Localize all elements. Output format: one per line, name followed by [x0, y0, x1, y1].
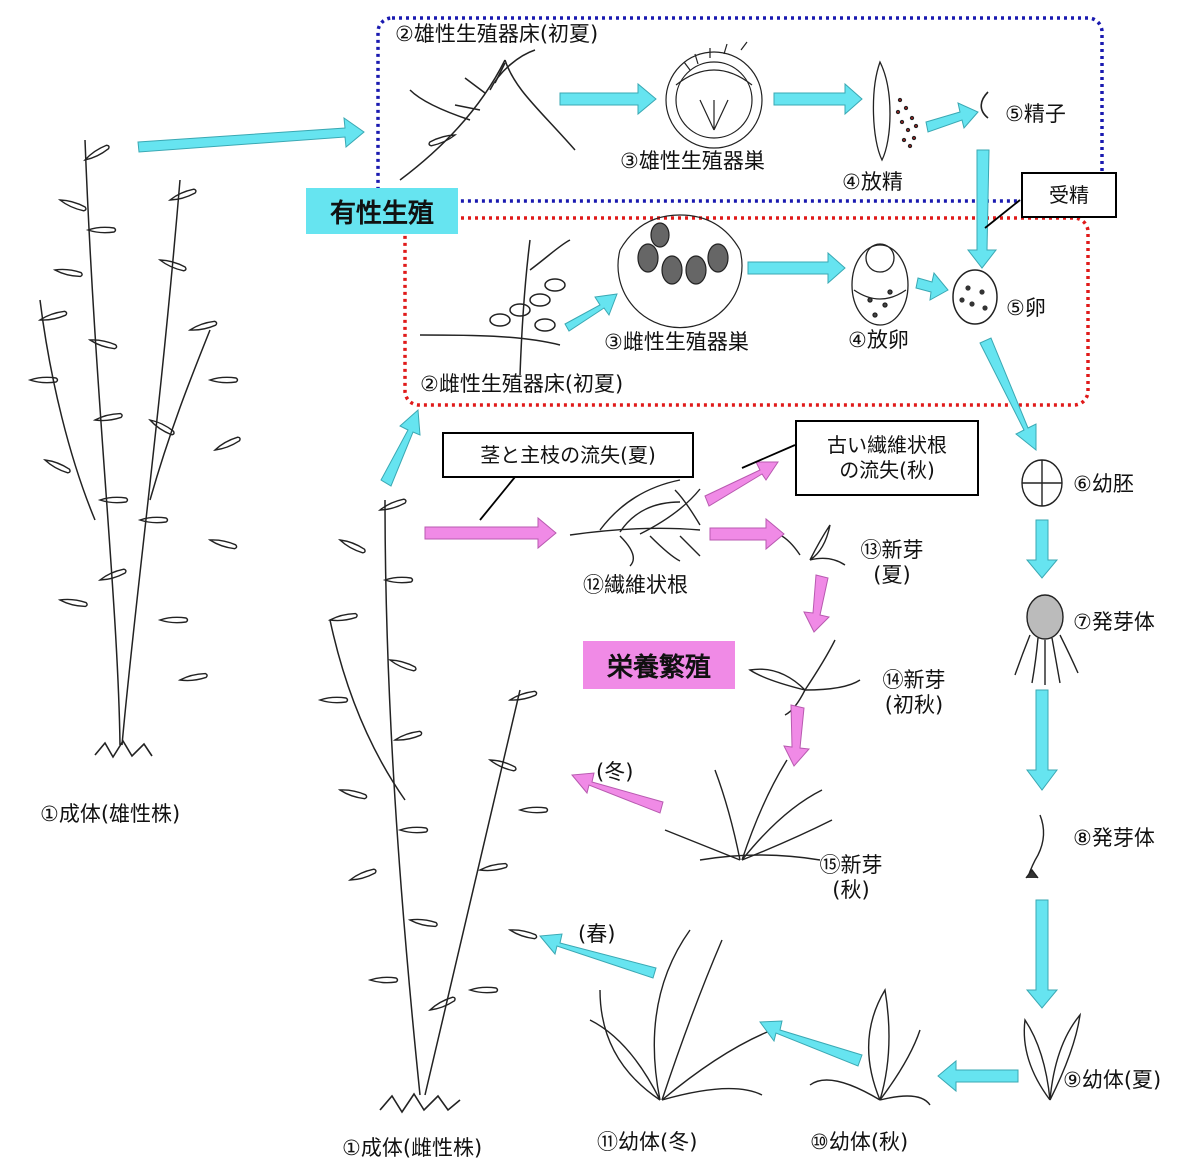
label-sperm-release: ④放精 [842, 170, 903, 195]
germling-icon [1015, 595, 1078, 685]
antheridium-icon [873, 62, 917, 160]
old-root-loss-line2: の流失(秋) [839, 458, 935, 483]
label-shoot-14-season: (初秋) [866, 693, 962, 718]
label-egg: ⑤卵 [1006, 296, 1046, 321]
label-season-winter: (冬) [596, 760, 633, 785]
label-shoot-15: ⑮新芽 (秋) [808, 853, 894, 903]
label-juvenile-autumn: ⑩幼体(秋) [810, 1130, 908, 1155]
label-shoot-13-season: (夏) [852, 563, 932, 588]
vegetative-reproduction-tag: 栄養繁殖 [583, 641, 735, 689]
label-shoot-13-name: ⑬新芽 [852, 538, 932, 563]
label-shoot-13: ⑬新芽 (夏) [852, 538, 932, 588]
shoot-icon [780, 525, 845, 565]
embryo-icon [1022, 460, 1062, 506]
label-male-conceptacle: ③雄性生殖器巣 [620, 149, 765, 174]
label-juvenile-summer: ⑨幼体(夏) [1063, 1068, 1161, 1093]
label-shoot-15-season: (秋) [808, 878, 894, 903]
label-embryo: ⑥幼胚 [1073, 472, 1134, 497]
old-root-loss-callout: 古い繊維状根 の流失(秋) [795, 420, 979, 496]
germling-icon [1026, 815, 1044, 878]
root-icon [570, 480, 700, 566]
label-germling-8: ⑧発芽体 [1073, 826, 1155, 851]
label-shoot-15-name: ⑮新芽 [808, 853, 894, 878]
stem-loss-callout: 茎と主枝の流失(夏) [442, 432, 694, 478]
receptacle-icon [400, 50, 575, 180]
label-adult-female: ①成体(雌性株) [342, 1136, 482, 1161]
label-male-receptacle: ②雄性生殖器床(初夏) [395, 22, 598, 47]
label-adult-male: ①成体(雄性株) [40, 802, 180, 827]
label-germling-7: ⑦発芽体 [1073, 610, 1155, 635]
fertilization-callout: 受精 [1021, 172, 1117, 218]
label-fibrous-root: ⑫繊維状根 [583, 573, 688, 598]
conceptacle-icon [618, 215, 742, 328]
label-egg-release: ④放卵 [848, 328, 909, 353]
adult-plant-icon [30, 140, 241, 757]
fertilization-leader [985, 200, 1020, 228]
label-female-receptacle: ②雌性生殖器床(初夏) [420, 372, 623, 397]
sexual-reproduction-tag: 有性生殖 [306, 188, 458, 234]
shoot-icon [750, 640, 860, 715]
stem-loss-leader [480, 477, 515, 520]
oogonium-icon [852, 244, 908, 325]
sperm-icon [981, 92, 988, 118]
adult-plant-icon [320, 498, 548, 1112]
old-root-loss-line1: 古い繊維状根 [827, 433, 947, 458]
label-sperm: ⑤精子 [1005, 102, 1066, 127]
egg-icon [953, 270, 997, 324]
label-shoot-14: ⑭新芽 (初秋) [866, 668, 962, 718]
label-season-spring: (春) [578, 922, 615, 947]
label-juvenile-winter: ⑪幼体(冬) [597, 1130, 697, 1155]
juvenile-icon [590, 930, 772, 1100]
shoot-icon [665, 760, 832, 860]
receptacle-icon [420, 240, 570, 375]
label-shoot-14-name: ⑭新芽 [866, 668, 962, 693]
conceptacle-icon [666, 42, 762, 148]
label-female-conceptacle: ③雌性生殖器巣 [604, 330, 749, 355]
